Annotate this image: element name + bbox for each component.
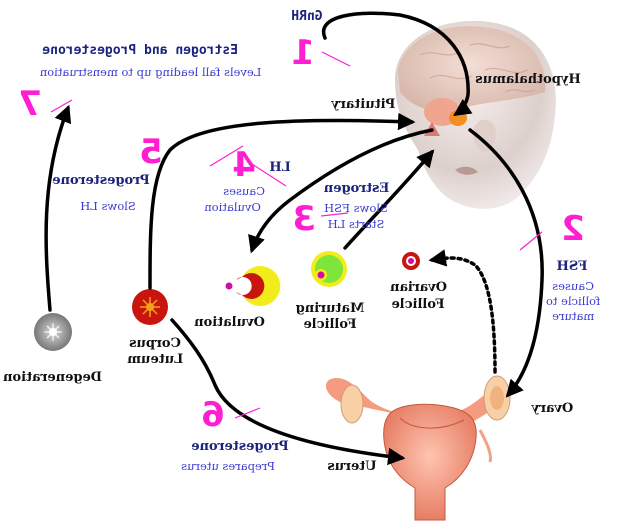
head-illustration	[395, 20, 556, 209]
step-7-title: Estrogen and Progesterone	[42, 43, 238, 58]
step-5-number: 5	[139, 132, 163, 172]
uterus-label: Uterus	[327, 459, 376, 474]
step-5-title: Progesterone	[52, 173, 150, 188]
progesterone-pituitary-arrow	[148, 112, 416, 290]
step-3-desc-line-2: Starts LH	[328, 217, 385, 231]
step-4-desc-line-2: Ovulation	[204, 200, 261, 214]
step-descriptions: Causes follicle to mature Slows FSH Star…	[39, 65, 600, 473]
estrogen-arrow	[343, 149, 435, 250]
progesterone-uterus-arrow	[170, 318, 406, 466]
ovarian-follicle-dotted-arrow	[428, 249, 497, 374]
structure-labels: Hypothalamus Pituitary Ovary Uterus Ovar…	[3, 72, 581, 474]
corpus-luteum-label-line-2: Luteum	[127, 352, 183, 367]
step-7-desc-line-1: Levels fall leading up to menstruation	[39, 65, 261, 79]
left-ovary-shape	[340, 384, 364, 424]
step-6-title: Progesterone	[191, 439, 289, 454]
step-3-number: 3	[292, 199, 316, 239]
step-1-title: GnRH	[291, 9, 322, 24]
pituitary-label: Pituitary	[331, 97, 395, 112]
step-4-desc-line-1: Causes	[223, 184, 265, 198]
step-numbers: 1 2 3 4 5 6 7	[18, 33, 585, 435]
uterus-illustration	[325, 375, 511, 521]
step-7-number: 7	[18, 84, 42, 124]
maturing-follicle-label-line-1: Maturing	[296, 301, 365, 316]
step-2-desc-line-1: Causes	[552, 279, 594, 293]
gnrh-loop-arrow	[321, 11, 473, 116]
step-3-desc-line-1: Slows FSH	[324, 201, 388, 215]
ovulation-graphic	[223, 266, 281, 306]
step-3-title: Estrogen	[323, 181, 389, 196]
degeneration-arrow	[44, 104, 72, 312]
step-6-desc-line-1: Prepares uterus	[181, 459, 275, 473]
degeneration-graphic	[34, 313, 72, 351]
corpus-luteum-label-line-1: Corpus	[129, 336, 181, 351]
step-1-number: 1	[291, 33, 315, 73]
maturing-follicle-graphic	[311, 251, 347, 287]
ovarian-follicle-label-line-1: Ovarian	[390, 280, 448, 295]
fsh-arrow	[468, 128, 544, 398]
hypothalamus-label: Hypothalamus	[475, 72, 580, 87]
step-2-desc-line-3: mature	[552, 309, 594, 323]
uterus-body	[383, 403, 477, 521]
corpus-luteum-graphic	[132, 289, 168, 325]
step-titles: GnRH FSH Estrogen LH Progesterone Proges…	[42, 9, 587, 454]
step-2-desc-line-2: follicle to	[546, 294, 600, 308]
leader-lines	[50, 51, 543, 419]
step-4-title: LH	[269, 160, 290, 175]
step-6-number: 6	[201, 395, 225, 435]
ovarian-follicle-label-line-2: Follicle	[391, 297, 444, 312]
ovulation-label: Ovulation	[194, 315, 265, 330]
step-2-number: 2	[561, 209, 585, 249]
step-2-title: FSH	[557, 259, 588, 274]
ovarian-follicle-graphic	[402, 252, 420, 270]
maturing-follicle-label-line-2: Follicle	[303, 317, 356, 332]
ear-shape	[472, 119, 496, 152]
lh-arrow	[248, 128, 434, 254]
step-4-number: 4	[232, 145, 256, 185]
step-5-desc-line-1: Slows LH	[80, 199, 136, 213]
degeneration-label: Degeneration	[3, 370, 103, 385]
arrows	[44, 11, 544, 466]
eye-shape	[455, 166, 478, 175]
ovary-label: Ovary	[531, 401, 573, 416]
